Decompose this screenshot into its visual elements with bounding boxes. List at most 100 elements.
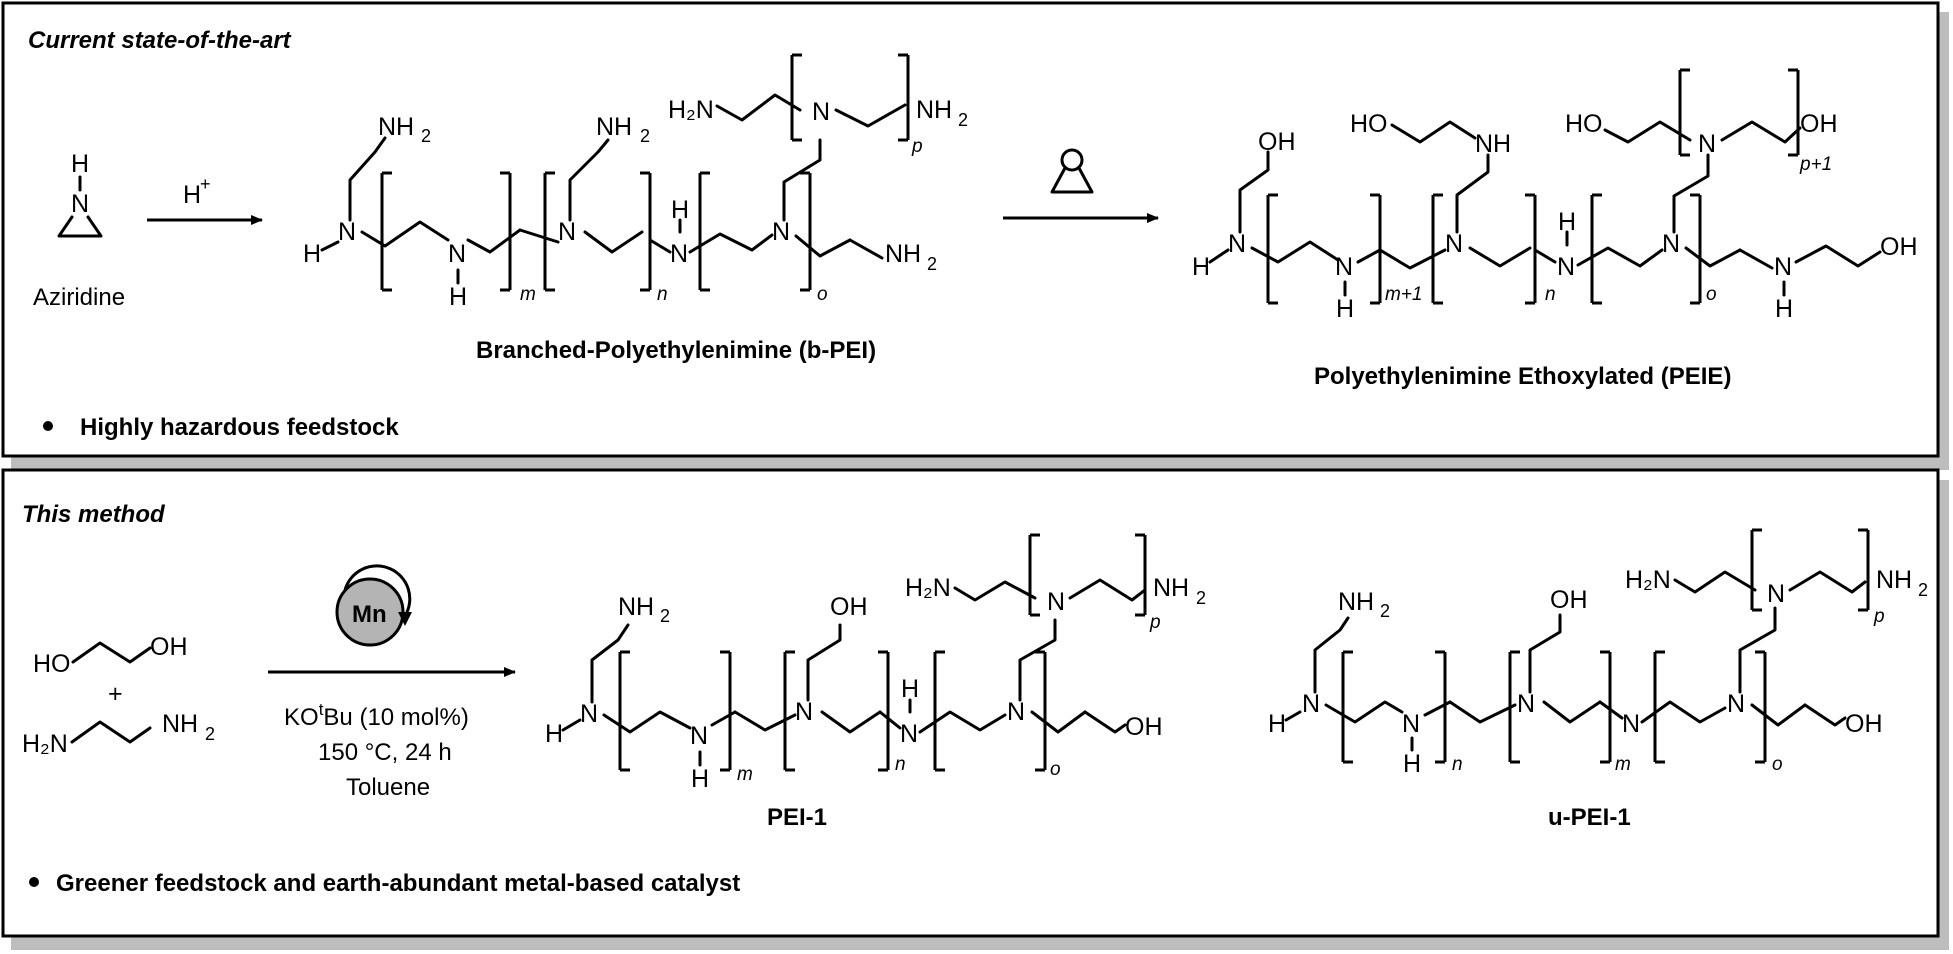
atom-h: H <box>1775 295 1793 323</box>
atom-h: H <box>303 240 321 268</box>
atom-n: N <box>1335 253 1353 281</box>
solvent-condition: Toluene <box>346 774 430 801</box>
top-panel <box>1 1 1940 458</box>
index-n: n <box>895 754 906 775</box>
atom-h: H <box>691 765 709 793</box>
atom-n: N <box>1557 253 1575 281</box>
atom-h: H <box>1192 253 1210 281</box>
atom-h: H <box>1336 295 1354 323</box>
index-n: n <box>1545 284 1556 305</box>
atom-n: N <box>900 720 918 748</box>
atom-h: H <box>545 720 563 748</box>
atom-n: N <box>690 722 708 750</box>
atom-nh2: NH <box>378 113 414 141</box>
index-p-plus-1: p+1 <box>1799 154 1832 175</box>
atom-nh2: NH <box>162 710 198 738</box>
atom-nh2: NH <box>1876 566 1912 594</box>
reagent-plus: + <box>200 174 211 194</box>
temp-time-condition: 150 °C, 24 h <box>318 739 452 766</box>
atom-oh: OH <box>830 593 868 621</box>
peie-label: Polyethylenimine Ethoxylated (PEIE) <box>1314 363 1731 390</box>
atom-sub-2: 2 <box>1380 601 1390 621</box>
atom-h2n: H₂N <box>905 574 951 602</box>
atom-h: H <box>901 675 919 703</box>
atom-h2n: H₂N <box>22 730 68 758</box>
reagent-h: H <box>183 181 201 209</box>
top-note: Highly hazardous feedstock <box>80 414 399 441</box>
atom-n: N <box>580 700 598 728</box>
pei-1-structure: H N NH 2 N H m N OH n N H N N <box>545 533 1206 831</box>
epoxide-o-ring <box>1060 148 1084 172</box>
bullet-icon <box>43 421 53 431</box>
atom-h: H <box>1268 710 1286 738</box>
peie-structure: H N OH N H m+1 N NH HO n N H N N <box>1192 68 1918 390</box>
atom-ho: HO <box>1565 110 1603 138</box>
atom-n: N <box>670 240 688 268</box>
bottom-panel <box>1 468 1940 938</box>
u-pei-1-structure: H N NH 2 N H n N OH m N N N H₂N <box>1268 528 1928 831</box>
atom-n: N <box>1402 710 1420 738</box>
atom-sub-2: 2 <box>1196 588 1206 608</box>
ethylene-glycol: HO OH <box>33 633 188 678</box>
arrow-epoxide: H <box>1003 148 1159 223</box>
atom-n: N <box>812 98 830 126</box>
atom-n: N <box>448 240 466 268</box>
aziridine-h: H <box>71 150 89 178</box>
bottom-note: Greener feedstock and earth-abundant met… <box>56 870 740 897</box>
atom-nh2: NH <box>1338 588 1374 616</box>
atom-n: N <box>795 698 813 726</box>
atom-ho: HO <box>33 650 71 678</box>
bullet-icon <box>29 877 39 887</box>
atom-sub-2: 2 <box>205 724 215 744</box>
atom-nh2: NH <box>1153 574 1189 602</box>
atom-sub-2: 2 <box>958 110 968 130</box>
atom-oh: OH <box>1258 128 1296 156</box>
atom-nh2: NH <box>885 240 921 268</box>
index-o: o <box>1706 284 1717 305</box>
atom-n: N <box>1622 710 1640 738</box>
base-condition: KOtBu (10 mol%) <box>284 700 469 731</box>
atom-n: N <box>558 218 576 246</box>
index-p: p <box>1873 606 1885 627</box>
atom-h: H <box>1558 208 1576 236</box>
b-pei-structure: H N NH 2 N H m N NH 2 n N H <box>303 53 968 364</box>
atom-n: N <box>338 218 356 246</box>
atom-n: N <box>1445 230 1463 258</box>
index-o: o <box>817 284 828 305</box>
atom-h: H <box>671 196 689 224</box>
atom-n: N <box>1228 230 1246 258</box>
index-p: p <box>911 136 923 157</box>
index-o: o <box>1772 754 1783 775</box>
plus-sign: + <box>108 680 123 708</box>
index-o: o <box>1050 759 1061 780</box>
atom-oh: OH <box>1550 586 1588 614</box>
atom-sub-2: 2 <box>421 126 431 146</box>
atom-nh2: NH <box>618 593 654 621</box>
atom-sub-2: 2 <box>640 126 650 146</box>
atom-n: N <box>1774 253 1792 281</box>
aziridine-n: N <box>71 190 89 218</box>
atom-n: N <box>1698 130 1716 158</box>
pei-1-label: PEI-1 <box>767 804 827 831</box>
atom-oh: OH <box>1800 110 1838 138</box>
bottom-panel-title: This method <box>22 501 166 528</box>
index-m: m <box>737 764 753 785</box>
atom-nh2: NH <box>596 113 632 141</box>
atom-nh2: NH <box>916 96 952 124</box>
u-pei-1-label: u-PEI-1 <box>1548 804 1631 831</box>
aziridine-structure: H N Aziridine <box>33 150 125 311</box>
aziridine-label: Aziridine <box>33 284 125 311</box>
atom-n: N <box>1302 690 1320 718</box>
atom-sub-2: 2 <box>1918 580 1928 600</box>
atom-oh: OH <box>150 633 188 661</box>
atom-oh: OH <box>1125 713 1163 741</box>
arrow-acid: H + <box>147 174 263 225</box>
index-p: p <box>1149 612 1161 633</box>
index-m-plus-1: m+1 <box>1385 284 1423 305</box>
b-pei-label: Branched-Polyethylenimine (b-PEI) <box>476 337 876 364</box>
atom-h: H <box>449 283 467 311</box>
atom-n: N <box>1662 230 1680 258</box>
atom-h2n: H₂N <box>1625 566 1671 594</box>
atom-n: N <box>1767 580 1785 608</box>
atom-h2n: H₂N <box>668 96 714 124</box>
